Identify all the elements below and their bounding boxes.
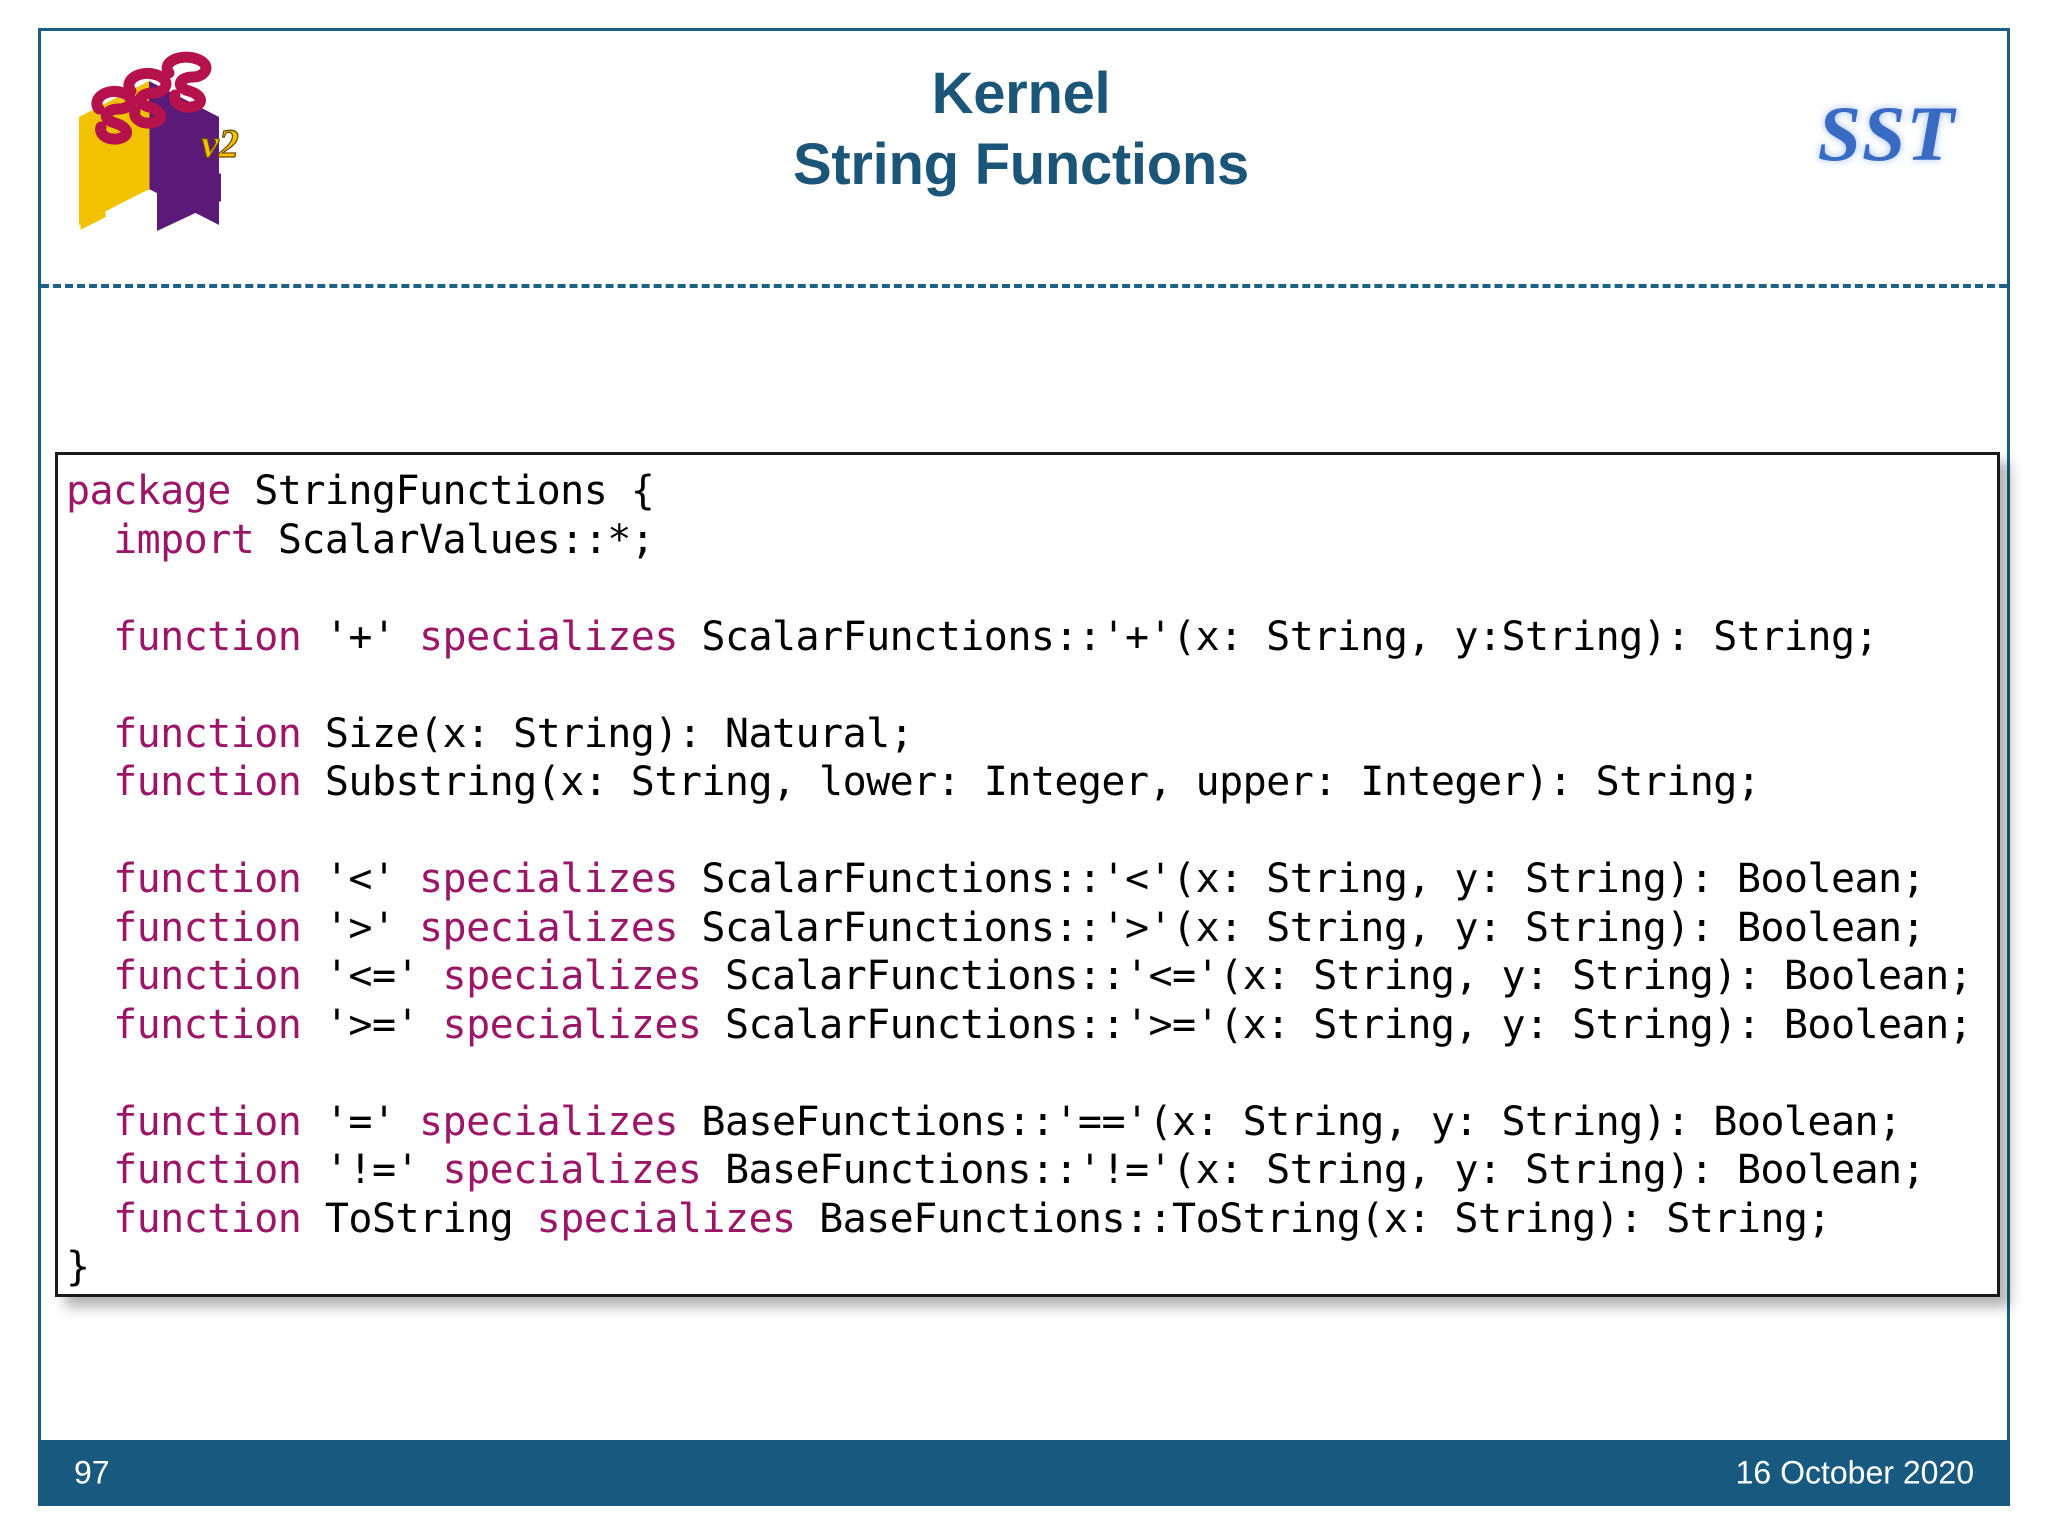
code-text: '>' — [301, 904, 420, 951]
code-text: '>=' — [301, 1001, 443, 1048]
code-keyword: function — [113, 710, 302, 757]
code-text: ScalarFunctions::'>='(x: String, y: Stri… — [701, 1001, 1973, 1048]
code-text: '!=' — [301, 1147, 443, 1193]
code-keyword: specializes — [442, 1147, 702, 1193]
code-keyword: specializes — [442, 953, 702, 999]
code-text: ScalarFunctions::'+'(x: String, y:String… — [677, 613, 1879, 660]
code-text: BaseFunctions::ToString(x: String): Stri… — [795, 1195, 1831, 1242]
code-keyword: specializes — [419, 904, 678, 951]
code-keyword: package — [66, 468, 231, 514]
title-line-2: String Functions — [793, 131, 1249, 197]
footer-bar: 97 16 October 2020 — [38, 1440, 2010, 1506]
sysml-v2-logo-icon: v2 — [61, 39, 271, 239]
code-keyword: specializes — [419, 1098, 678, 1145]
code-keyword: function — [113, 904, 302, 951]
code-text: ScalarFunctions::'>'(x: String, y: Strin… — [677, 904, 1926, 951]
code-text: BaseFunctions::'=='(x: String, y: String… — [677, 1098, 1902, 1145]
footer-date: 16 October 2020 — [1735, 1454, 1974, 1491]
code-keyword: function — [113, 1195, 302, 1242]
code-text: '+' — [301, 613, 420, 660]
code-text: Substring(x: String, lower: Integer, upp… — [301, 759, 1761, 805]
code-keyword: function — [113, 1001, 302, 1048]
code-keyword: specializes — [442, 1001, 702, 1048]
code-text: '<' — [301, 856, 420, 902]
code-content: package StringFunctions { import ScalarV… — [66, 467, 1973, 1292]
header-divider — [41, 284, 2007, 288]
code-text: ScalarValues::*; — [254, 516, 655, 563]
code-keyword: specializes — [419, 613, 678, 660]
code-text: } — [66, 1244, 90, 1290]
code-text: ScalarFunctions::'<='(x: String, y: Stri… — [701, 953, 1973, 999]
code-text: BaseFunctions::'!='(x: String, y: String… — [701, 1147, 1926, 1193]
code-keyword: function — [113, 1098, 302, 1145]
code-keyword: function — [113, 1147, 302, 1193]
code-text: Size(x: String): Natural; — [301, 710, 914, 757]
page-title: Kernel String Functions — [421, 59, 1621, 201]
code-keyword: specializes — [536, 1195, 796, 1242]
code-keyword: import — [113, 516, 255, 563]
code-keyword: function — [113, 953, 302, 999]
title-line-1: Kernel — [931, 61, 1111, 126]
code-keyword: function — [113, 759, 302, 805]
code-text: ScalarFunctions::'<'(x: String, y: Strin… — [677, 856, 1926, 902]
code-text: '=' — [301, 1098, 420, 1145]
code-text: ToString — [301, 1195, 537, 1242]
code-block-panel: package StringFunctions { import ScalarV… — [55, 452, 2000, 1297]
svg-text:v2: v2 — [201, 121, 239, 166]
sst-logo: SST — [1817, 90, 1955, 177]
page-number: 97 — [74, 1454, 110, 1491]
code-keyword: specializes — [419, 856, 678, 902]
slide-header: v2 Kernel String Functions SST — [41, 31, 2007, 281]
code-text: StringFunctions { — [230, 468, 655, 514]
code-keyword: function — [113, 613, 302, 660]
code-keyword: function — [113, 856, 302, 902]
code-text: '<=' — [301, 953, 443, 999]
